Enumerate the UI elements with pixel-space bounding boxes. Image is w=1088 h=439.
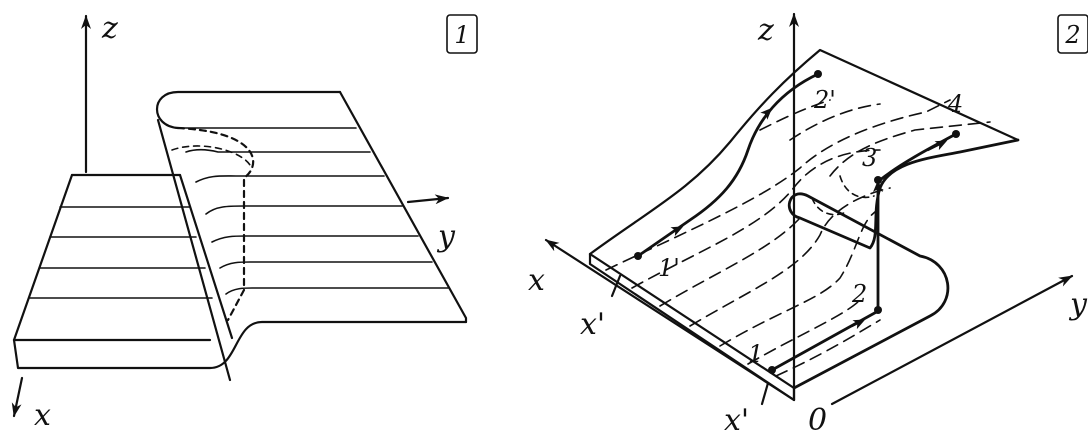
point-1 <box>768 366 776 374</box>
panel-1-z-label: z <box>101 11 118 46</box>
panel-1-fold-surface <box>12 90 468 382</box>
point-2-prime <box>814 70 822 78</box>
point-2-label: 2 <box>851 280 867 308</box>
point-4 <box>952 130 960 138</box>
panel-1: 1 z x y <box>11 11 478 433</box>
panel-1-x-axis <box>11 376 24 418</box>
panel-2-path-1-2-3-4 <box>770 308 882 372</box>
panel-2-x-label: x <box>528 263 545 298</box>
panel-2-y-label: y <box>1068 287 1088 322</box>
point-3 <box>874 176 882 184</box>
panel-2-path-1prime-2prime <box>636 72 820 258</box>
point-2 <box>874 306 882 314</box>
panel-2-points <box>634 70 960 374</box>
panel-2-tick-x-prime <box>610 274 622 298</box>
panel-1-number: 1 <box>454 21 469 49</box>
point-3-label: 3 <box>862 144 877 172</box>
point-1-label: 1 <box>748 340 763 368</box>
panel-1-y-axis <box>406 194 450 205</box>
panel-2-tick-label-x-prime: x' <box>580 307 605 342</box>
point-1-prime <box>634 252 642 260</box>
panel-2-origin-label: 0 <box>808 403 827 434</box>
panel-2-tick-x-lower <box>760 381 770 406</box>
panel-2-number: 2 <box>1064 21 1080 49</box>
panel-2-z-label: z <box>757 13 774 48</box>
point-4-label: 4 <box>947 90 963 118</box>
panel-1-y-label: y <box>436 219 456 254</box>
panel-2-y-axis <box>830 274 1074 406</box>
panel-1-number-box: 1 <box>446 14 478 54</box>
point-1-prime-label: 1' <box>658 254 680 282</box>
panel-2-number-box: 2 <box>1057 14 1088 54</box>
panel-2-tick-label-x-lower: x' <box>724 403 749 434</box>
panel-2-fold-surface <box>588 48 1020 402</box>
panel-2: 2 z x y x' x' 0 <box>528 12 1088 438</box>
point-2-prime-label: 2' <box>813 86 836 114</box>
panel-1-x-label: x <box>34 398 51 433</box>
